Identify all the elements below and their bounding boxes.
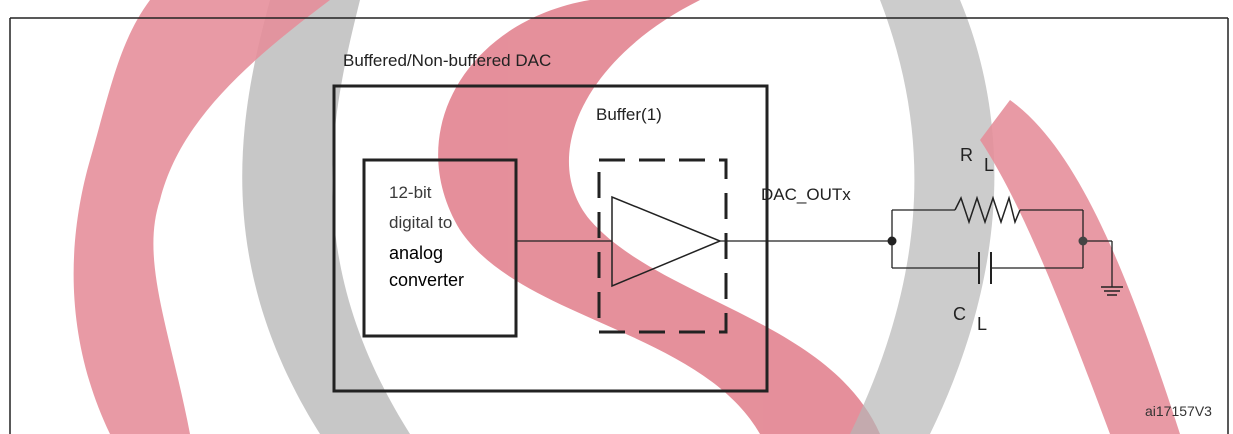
figure-frame [9, 17, 1229, 434]
st-watermark [73, 0, 1180, 434]
buffer-dashed-box [597, 158, 728, 334]
converter-line-2: digital to [389, 213, 453, 232]
outer-dac-box [332, 84, 769, 393]
junction-dot-right [1078, 236, 1088, 246]
resistor-icon [954, 195, 1021, 225]
resistor-letter: R [960, 145, 973, 165]
junction-dot-left [887, 236, 897, 246]
converter-line-1: 12-bit [389, 183, 432, 202]
outer-box-label: Buffered/Non-buffered DAC [343, 51, 552, 70]
wires [516, 209, 1113, 287]
figure-id: ai17157V3 [1145, 403, 1212, 419]
converter-line-3: analog [389, 243, 444, 263]
ground-icon [1101, 286, 1123, 296]
converter-line-4: converter [389, 270, 465, 290]
capacitor-label: C L [953, 304, 987, 334]
capacitor-icon [978, 252, 992, 284]
resistor-subscript: L [984, 155, 995, 175]
resistor-label: R L [960, 145, 994, 175]
capacitor-letter: C [953, 304, 966, 324]
capacitor-subscript: L [977, 314, 988, 334]
converter-box [362, 158, 518, 338]
output-label: DAC_OUTx [761, 185, 851, 204]
buffer-label: Buffer(1) [596, 105, 662, 124]
